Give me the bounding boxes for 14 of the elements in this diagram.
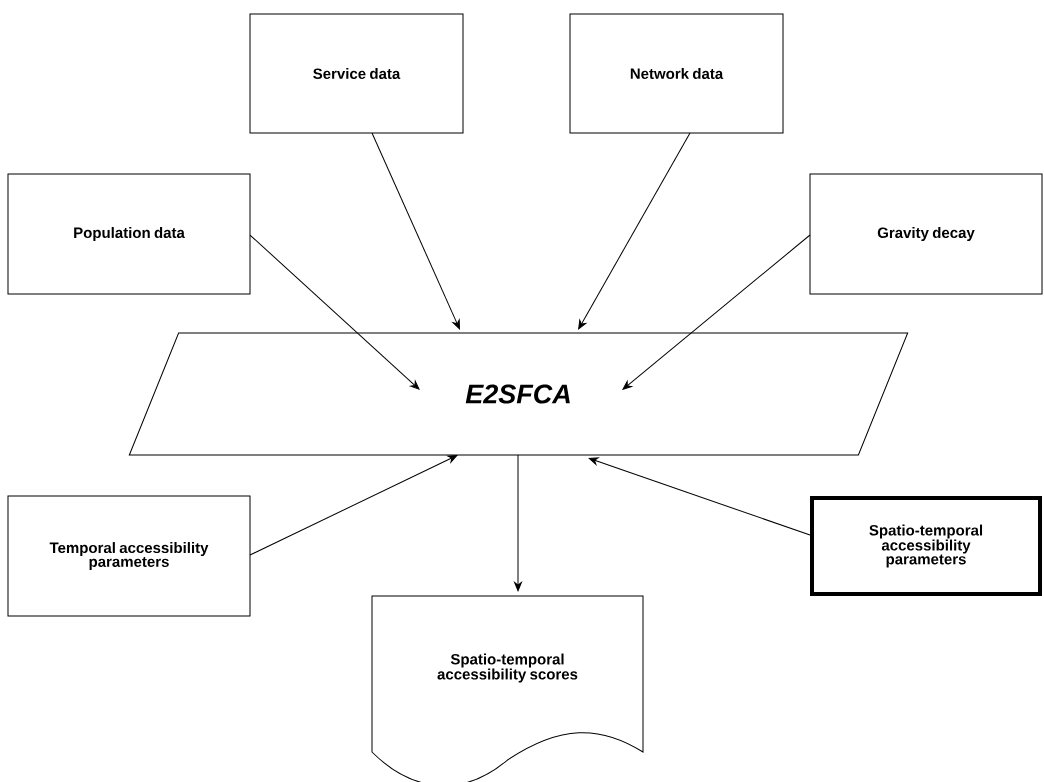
arrow [622, 234, 811, 390]
data-box: Gravity decay [809, 173, 1043, 295]
arrow [371, 132, 460, 330]
arrow [249, 234, 420, 390]
parameter-box: Temporal accessibility parameters [7, 495, 251, 617]
data-box: Population data [7, 173, 251, 295]
arrow [249, 455, 458, 556]
process-parallelogram: E2SFCA [128, 332, 909, 456]
data-box: Service data [249, 13, 464, 134]
parameter-box: Spatio-temporal accessibility parameters [810, 496, 1042, 596]
arrow [578, 132, 691, 330]
arrow [588, 457, 811, 536]
data-box: Network data [569, 13, 784, 134]
arrow [514, 454, 522, 592]
